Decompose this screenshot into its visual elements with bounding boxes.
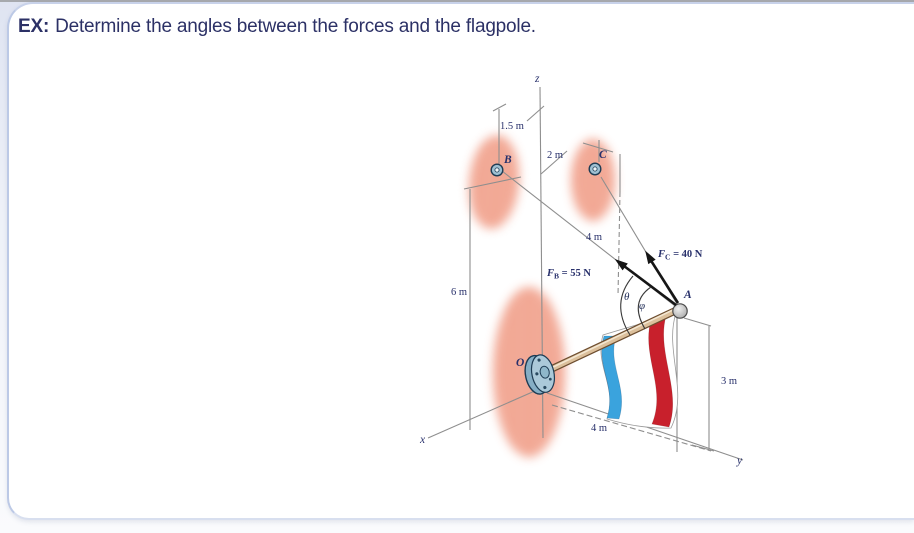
window-top-edge [0,0,914,2]
theta-label: θ [624,291,630,303]
dim-6m-label: 6 m [451,287,467,298]
dim-1-5m-tick [526,105,545,122]
flagpole-figure: z x y 1.5 m 2 m 4 m 6 m 3 m 4 m B C A O … [419,73,744,467]
point-c-label: C [599,149,607,161]
dim-3m-bottom-tick [691,444,715,452]
force-fb-label: FB = 55 N [546,268,591,281]
x-axis-label: x [419,434,426,446]
flag-red-stripe [648,315,673,428]
dim-3m-label: 3 m [721,376,737,387]
flange-o [524,354,556,395]
z-axis-label: z [534,73,540,85]
y-axis-label: y [736,455,743,467]
flagpole-oa [541,305,683,376]
title-tag: EX: [18,16,50,37]
page-title: EX:Determine the angles between the forc… [18,14,878,40]
dim-1-5m-label: 1.5 m [500,121,524,132]
phi-arc [637,286,652,330]
point-b-label: B [503,154,512,166]
dim-3m-top-tick [683,317,712,327]
dim-4m-base-line [551,404,712,452]
flag [600,312,679,429]
b-top-tick [492,103,507,112]
flag-blue-stripe [601,335,622,420]
dim-4m-upper-label: 4 m [586,232,602,243]
point-o-label: O [516,357,524,369]
point-a-label: A [683,289,692,301]
x-axis-line [427,389,538,439]
title-text: Determine the angles between the forces … [55,16,536,37]
ball-a [672,303,688,319]
ring-b [490,163,504,177]
force-fb-arrow [614,259,677,307]
dim-2m-label: 2 m [547,150,563,161]
c-wall-edge [582,142,614,153]
phi-label: φ [639,300,645,312]
force-fc-label: FC = 40 N [657,249,703,262]
wall-patch-b [468,135,520,229]
dim-4m-base-label: 4 m [591,423,607,434]
ring-c [588,162,602,176]
force-fc-arrow [645,250,680,304]
dim-2m-leader [540,150,568,175]
theta-arc [620,275,634,336]
dim-4m-upper-line [617,191,621,297]
wall-patch-c [571,139,615,221]
slide-card [7,2,914,520]
